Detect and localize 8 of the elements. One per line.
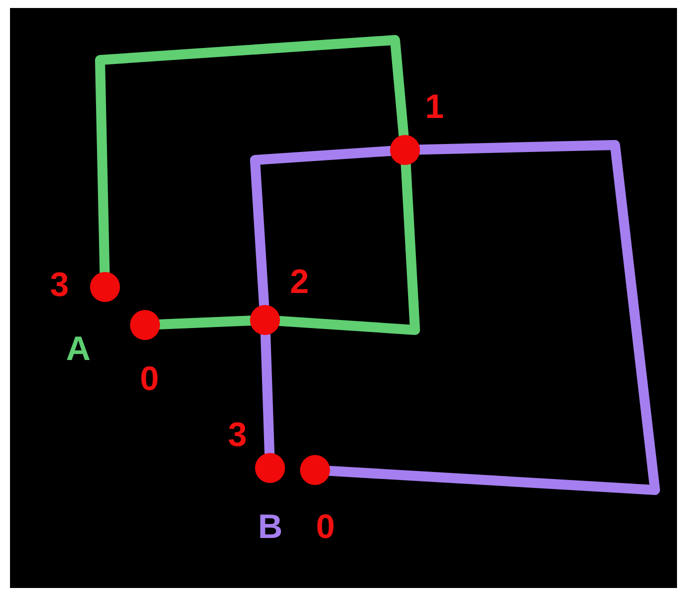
vertex-number: 0 [316, 510, 335, 544]
vertex-number: 0 [140, 362, 159, 396]
polygon-label: A [66, 332, 91, 366]
vertex-number: 2 [290, 265, 309, 299]
vertex-number: 3 [50, 268, 69, 302]
vertex-number: 3 [228, 418, 247, 452]
polygon-label: B [258, 510, 283, 544]
vertex-number: 1 [425, 90, 444, 124]
